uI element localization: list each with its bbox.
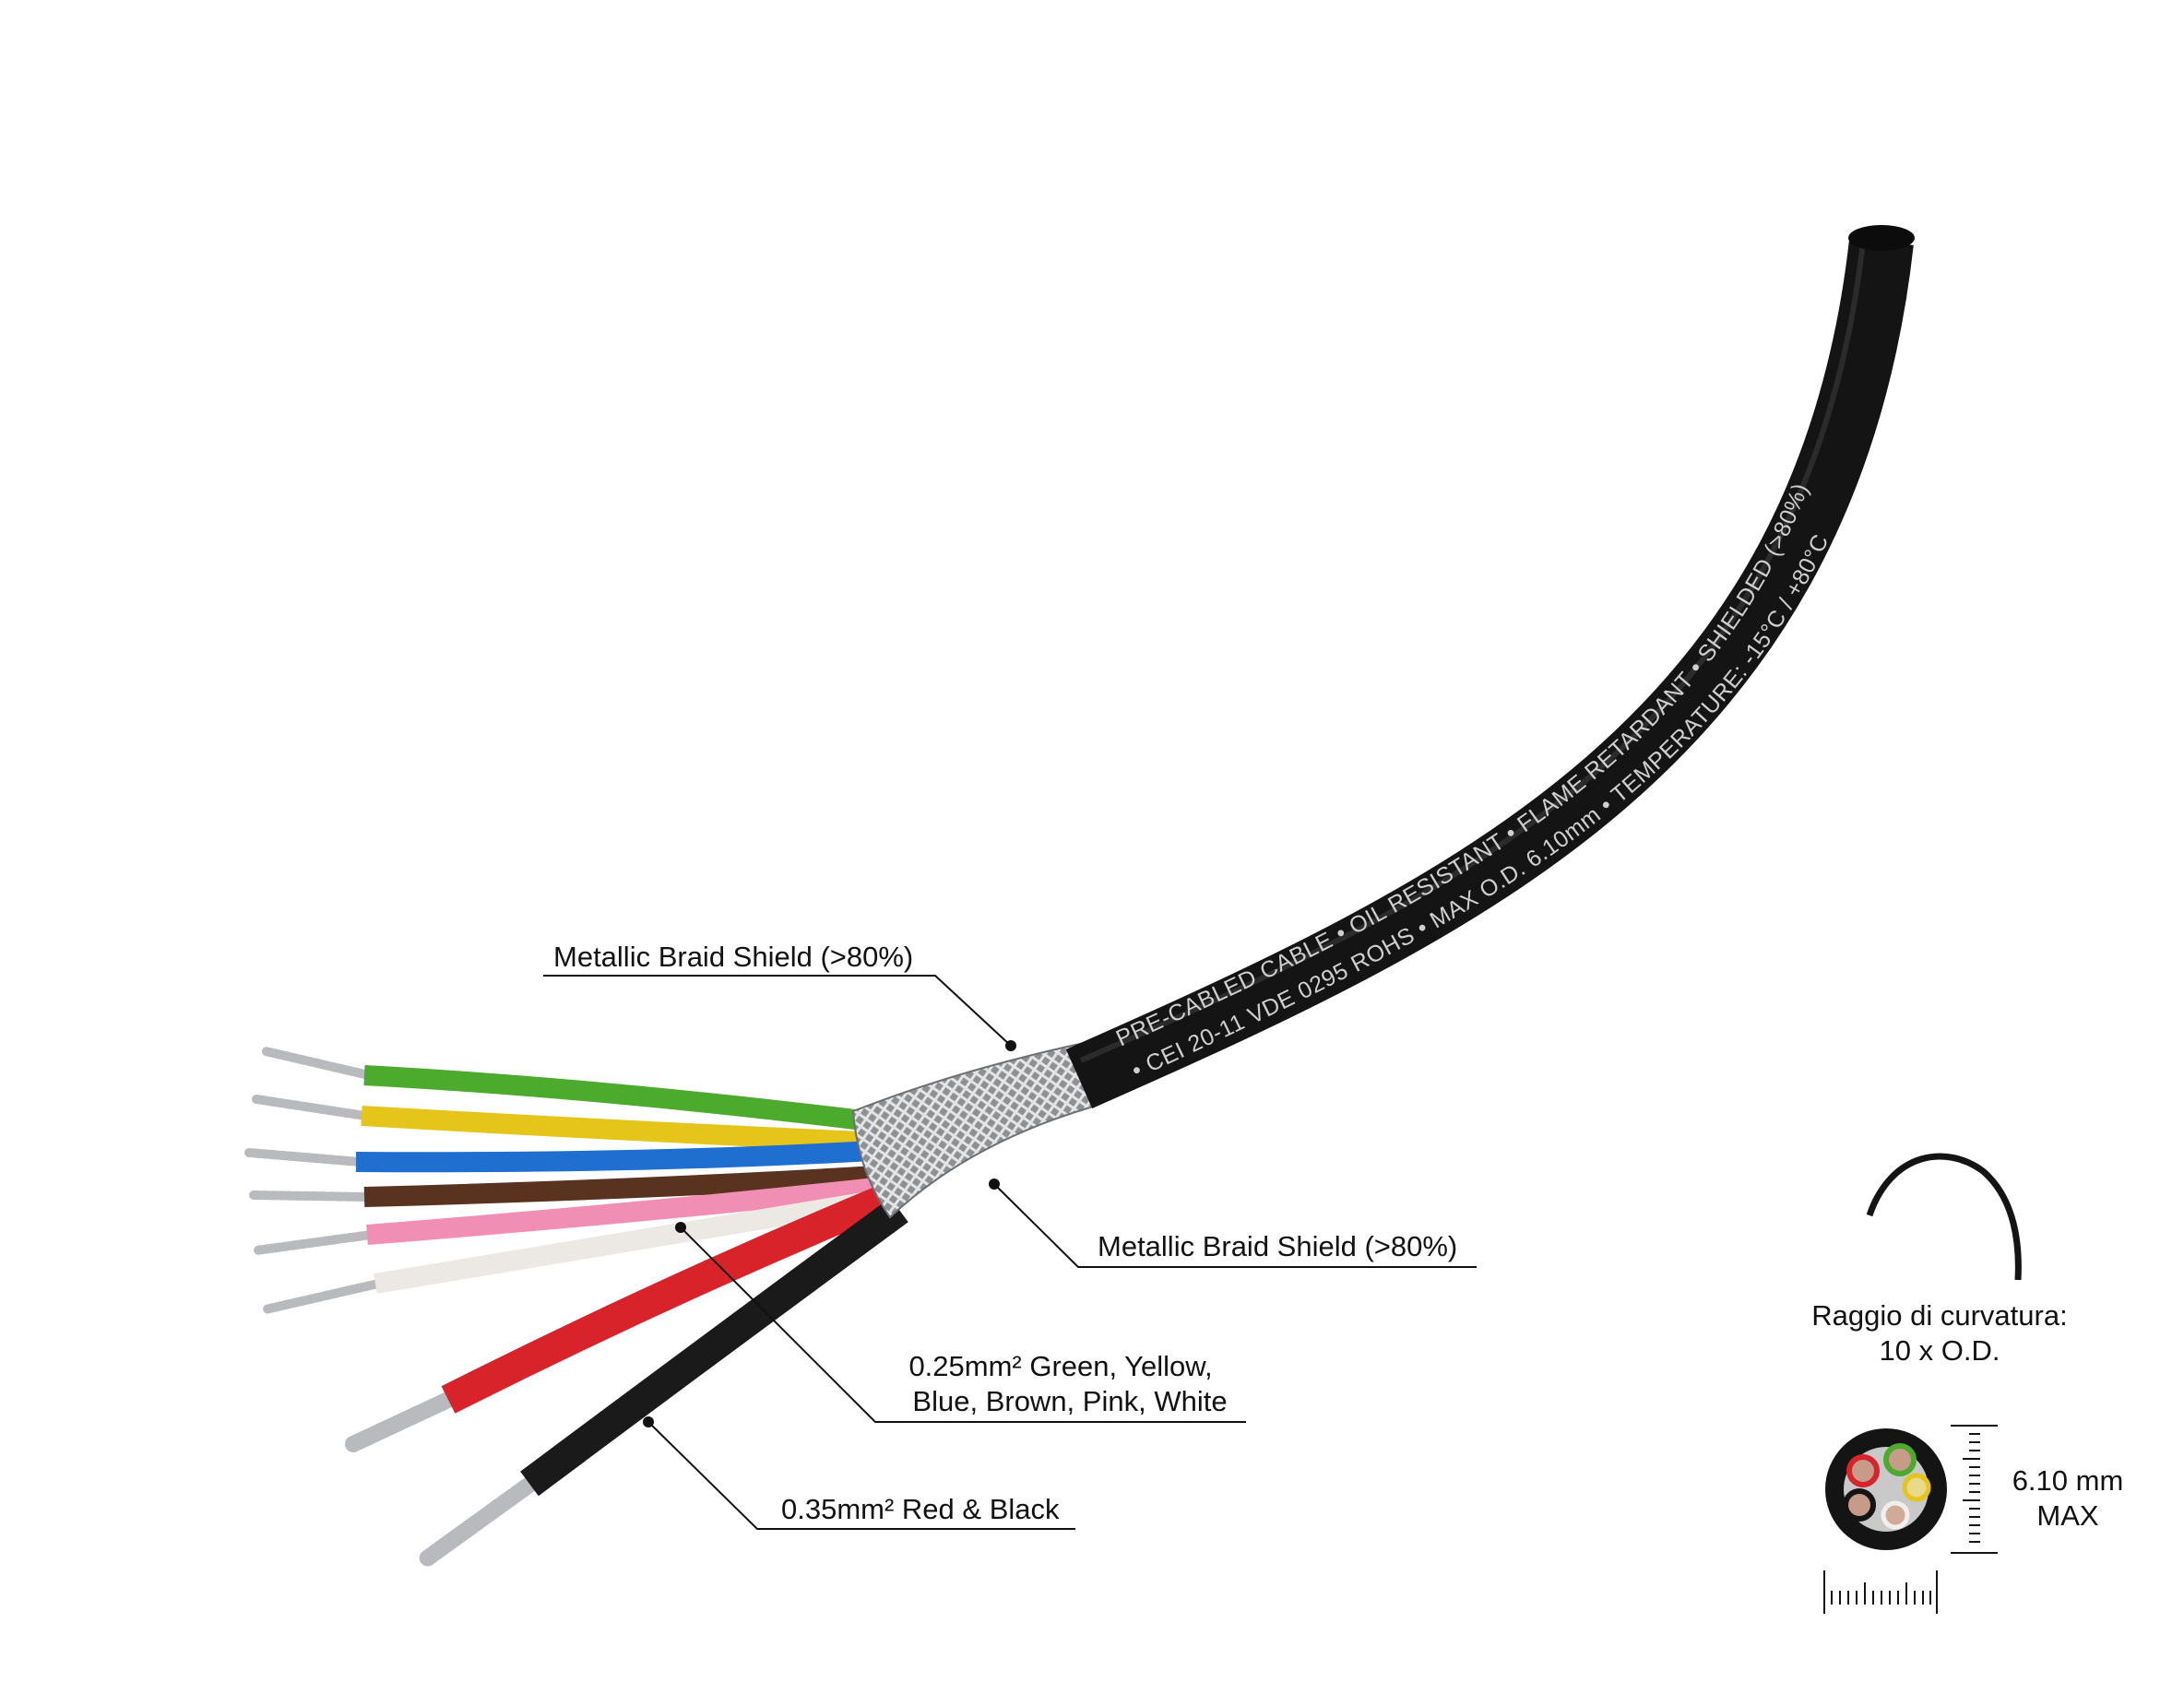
callout-label-line2: Blue, Brown, Pink, White bbox=[912, 1385, 1227, 1417]
callout-dot bbox=[643, 1416, 654, 1427]
cross-section-icon bbox=[1825, 1428, 1947, 1550]
callout-label-line1: 0.25mm² Green, Yellow, bbox=[908, 1350, 1212, 1382]
callout-label: Metallic Braid Shield (>80%) bbox=[553, 941, 913, 973]
wire-yellow bbox=[361, 1106, 863, 1152]
bend-radius-value: 10 x O.D. bbox=[1880, 1334, 2000, 1367]
braid-shield bbox=[851, 1040, 1095, 1219]
callout-braid-top: Metallic Braid Shield (>80%) bbox=[543, 941, 1016, 1051]
wire-red bbox=[441, 1184, 892, 1414]
cable-end bbox=[1848, 225, 1915, 251]
callout-braid-bottom: Metallic Braid Shield (>80%) bbox=[989, 1179, 1477, 1268]
diameter-value: 6.10 mm bbox=[2012, 1464, 2124, 1497]
cable-print-line1: PRE-CABLED CABLE • OIL RESISTANT • FLAME… bbox=[1112, 480, 1814, 1051]
vertical-ruler-icon bbox=[1951, 1425, 1998, 1554]
conductor-strands bbox=[244, 1047, 541, 1567]
callout-dot bbox=[675, 1222, 686, 1233]
wires bbox=[355, 1065, 908, 1497]
callout-label: Metallic Braid Shield (>80%) bbox=[1098, 1230, 1457, 1262]
bend-radius-label: Raggio di curvatura: bbox=[1811, 1299, 2067, 1332]
wire-black bbox=[520, 1197, 908, 1497]
wire-blue bbox=[355, 1141, 872, 1173]
diameter-qualifier: MAX bbox=[2036, 1499, 2099, 1532]
callout-thick-wires: 0.35mm² Red & Black bbox=[643, 1416, 1075, 1530]
callout-thin-wires: 0.25mm² Green, Yellow, Blue, Brown, Pink… bbox=[675, 1222, 1246, 1423]
horizontal-ruler-icon bbox=[1823, 1570, 1938, 1614]
cable-highlight bbox=[1079, 241, 1866, 1063]
callout-label: 0.35mm² Red & Black bbox=[781, 1493, 1060, 1525]
callout-dot bbox=[1005, 1040, 1016, 1051]
bend-radius-icon bbox=[1866, 1153, 2022, 1281]
wire-pink bbox=[366, 1177, 885, 1245]
wire-brown bbox=[363, 1166, 877, 1207]
wire-green bbox=[363, 1065, 864, 1131]
callout-dot bbox=[989, 1179, 1000, 1190]
